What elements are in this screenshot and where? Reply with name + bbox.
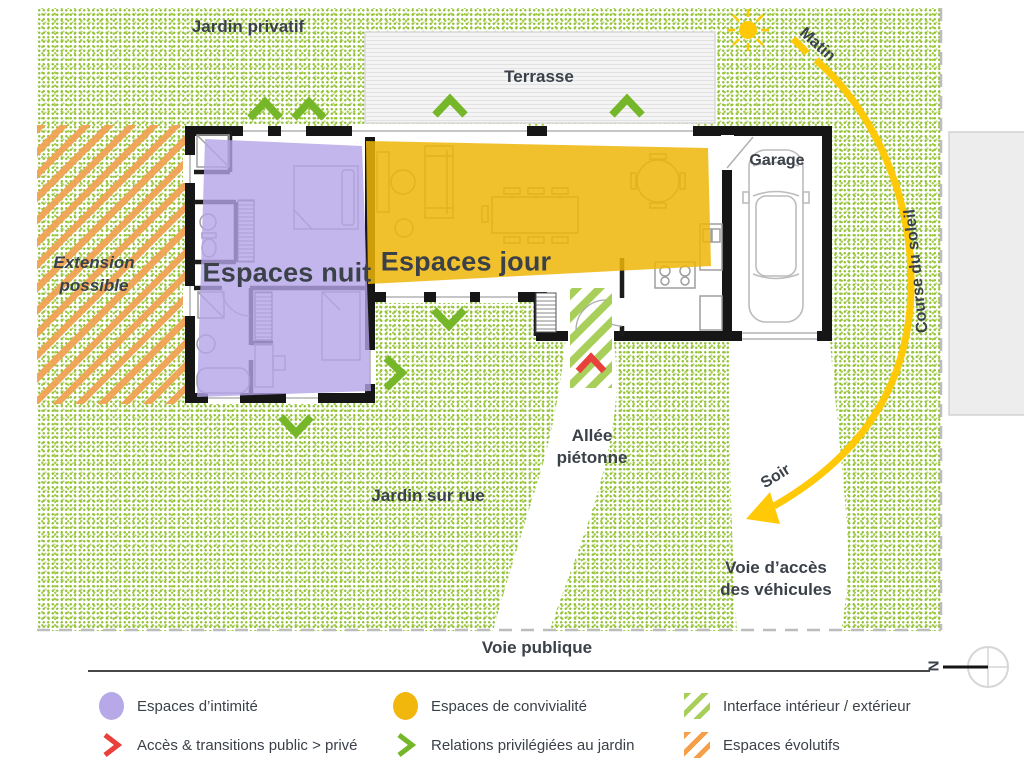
legend-label: Espaces de convivialité <box>431 697 587 715</box>
car-icon <box>742 149 810 323</box>
label-terrasse: Terrasse <box>504 67 574 86</box>
access-chevron <box>575 352 607 374</box>
compass-icon <box>943 646 1009 688</box>
legend-label: Relations privilégiées au jardin <box>431 736 635 754</box>
window-openings <box>183 124 817 404</box>
label-espaces-jour: Espaces jour <box>380 246 552 277</box>
purple-circle-icon <box>96 692 126 720</box>
yellow-circle-icon <box>390 692 420 720</box>
label-jardin-sur-rue: Jardin sur rue <box>371 486 485 505</box>
neighbour-building <box>948 131 1024 416</box>
label-espaces-nuit: Espaces nuit <box>202 257 372 288</box>
legend-label: Accès & transitions public > privé <box>137 736 358 754</box>
label-garage: Garage <box>749 152 805 169</box>
terrace-area <box>364 31 716 124</box>
day-zone-overlay <box>366 141 711 284</box>
legend-label: Espaces d’intimité <box>137 697 258 715</box>
sun-icon <box>727 9 769 51</box>
orange-hatch-icon <box>682 732 712 758</box>
garden-chevrons <box>247 93 645 439</box>
red-chevron-icon <box>96 731 126 759</box>
legend-item-espaces-convivialite: Espaces de convivialité <box>390 691 587 721</box>
legend-item-relations-jardin: Relations privilégiées au jardin <box>390 730 634 760</box>
entry-closet <box>535 292 557 333</box>
legend-label: Interface intérieur / extérieur <box>723 697 911 715</box>
green-hatch-icon <box>682 693 712 719</box>
legend-label: Espaces évolutifs <box>723 736 840 754</box>
green-chevron-icon <box>390 731 420 759</box>
extension-possible-hatch <box>37 125 185 404</box>
sun-path-arrowhead <box>746 492 780 524</box>
legend-item-acces-transitions: Accès & transitions public > privé <box>96 730 358 760</box>
legend-item-interface-int-ext: Interface intérieur / extérieur <box>682 691 911 721</box>
property-boundary <box>37 8 943 632</box>
vehicle-path <box>729 341 849 631</box>
legend-item-espaces-evolutifs: Espaces évolutifs <box>682 730 840 760</box>
night-zone-overlay <box>197 139 371 397</box>
pedestrian-path <box>493 336 617 631</box>
legend-item-espaces-intimite: Espaces d’intimité <box>96 691 258 721</box>
label-voie-publique: Voie publique <box>481 638 593 657</box>
entry-door-arc <box>575 299 607 331</box>
label-jardin-privatif: Jardin privatif <box>191 17 305 36</box>
voie-publique-line <box>88 670 930 672</box>
interface-hatch-strip <box>570 288 612 388</box>
sun-path-arc <box>772 36 915 510</box>
